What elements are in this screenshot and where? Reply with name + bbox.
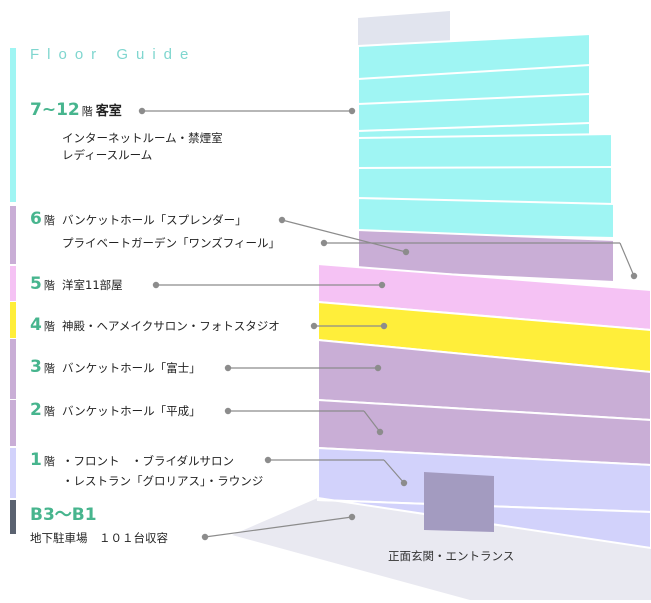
floor-2-block: [317, 398, 651, 467]
bar-3: [10, 339, 16, 399]
floor-b-line1: 地下駐車場 １０１台収容: [30, 531, 168, 545]
kai-label: 階: [81, 105, 93, 118]
floor-number-text: 1: [30, 450, 42, 470]
floor-1-line1: ・フロント ・ブライダルサロン: [62, 454, 235, 468]
leader-lines: [138, 107, 638, 541]
floor-3-line1: バンケットホール「富士」: [62, 361, 201, 375]
floor-b-number: B3～B1: [30, 505, 97, 525]
floor-5-block: [317, 262, 651, 332]
bar-2: [10, 400, 16, 446]
bar-5: [10, 266, 16, 301]
bar-1: [10, 448, 16, 498]
floor-4-line1: 神殿・ヘアメイクサロン・フォトスタジオ: [62, 319, 280, 333]
entrance-label: 正面玄関・エントランス: [388, 549, 515, 563]
bar-b: [10, 500, 16, 534]
kai-label: 階: [43, 455, 55, 468]
roof-block: [358, 11, 450, 46]
entrance-column: [424, 472, 494, 532]
kai-label: 階: [43, 405, 55, 418]
bar-4: [10, 302, 16, 338]
guest-room-tower: [357, 32, 615, 240]
page-title: Floor Guide: [30, 46, 197, 63]
floor-1-line2: ・レストラン「グロリアス」・ラウンジ: [62, 474, 264, 488]
floor-3-block: [317, 338, 651, 422]
floor-4-block: [317, 300, 651, 374]
kai-label: 階: [43, 279, 55, 292]
bar-7-12: [10, 48, 16, 202]
floor-7-12-line3: レディースルーム: [62, 148, 153, 162]
ground-plane: [232, 497, 651, 600]
floor-number-text: 7~12: [30, 100, 80, 120]
floor-number-text: 2: [30, 400, 42, 420]
floor-7-12-name: 客室: [95, 104, 122, 119]
kai-label: 階: [43, 320, 55, 333]
floor-2-line1: バンケットホール「平成」: [62, 404, 201, 418]
floor-number-text: 6: [30, 209, 42, 229]
kai-label: 階: [43, 362, 55, 375]
floor-7-12-line2: インターネットルーム・禁煙室: [62, 131, 223, 145]
floor-6-line1: バンケットホール「スプレンダー」: [62, 213, 247, 227]
floor-6-line2: プライベートガーデン「ワンズフィール」: [62, 236, 281, 250]
floor-5-line1: 洋室11部屋: [62, 278, 123, 292]
bar-6: [10, 206, 16, 264]
floor-number-text: 5: [30, 274, 42, 294]
floor-number-text: 4: [30, 315, 42, 335]
kai-label: 階: [43, 214, 55, 227]
floor-number-text: B3～B1: [30, 505, 97, 525]
floor-number-text: 3: [30, 357, 42, 377]
